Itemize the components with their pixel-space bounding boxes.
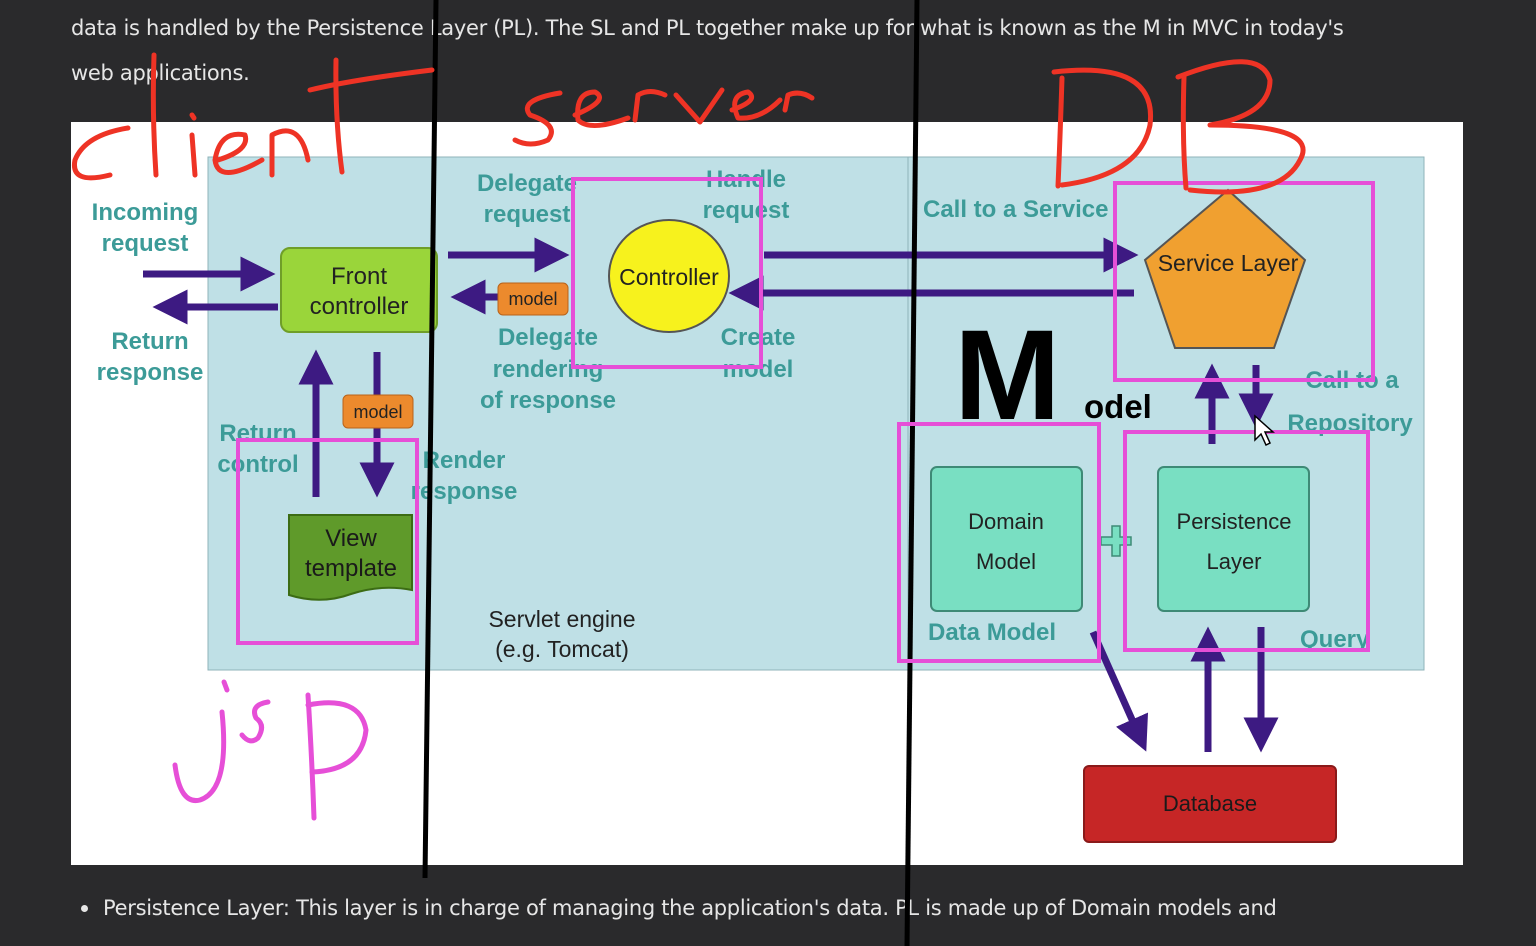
delegate-rendering-label-3: of response (480, 387, 616, 414)
bullet-persistence-layer: Persistence Layer: This layer is in char… (81, 896, 1277, 920)
model-tag-left-label: model (353, 402, 402, 422)
delegate-rendering-label-2: rendering (493, 356, 604, 383)
return-control-label-2: control (217, 451, 298, 478)
front-controller-label-2: controller (310, 293, 409, 320)
database-box: Database (1083, 765, 1337, 843)
servlet-engine-label-1: Servlet engine (488, 606, 635, 632)
bullet-text: Persistence Layer: This layer is in char… (103, 896, 1277, 920)
model-big-letter: M (954, 304, 1061, 447)
model-tag-top-label: model (508, 289, 557, 309)
delegate-request-label-1: Delegate (477, 170, 577, 197)
service-layer-label: Service Layer (1158, 250, 1299, 276)
return-control-label-1: Return (219, 420, 296, 447)
call-to-service-label: Call to a Service (923, 196, 1108, 223)
render-response-label-2: response (411, 478, 518, 505)
article-text-line-1: data is handled by the Persistence Layer… (71, 16, 1344, 40)
incoming-request-label-1: Incoming (92, 199, 199, 226)
front-controller-label-1: Front (331, 263, 387, 290)
controller-label: Controller (619, 264, 719, 290)
view-template-label-2: template (305, 555, 397, 582)
model-tag-left: model (342, 394, 414, 429)
call-to-repository-label-1: Call to a (1305, 367, 1399, 394)
controller-node: Controller (608, 219, 730, 333)
return-response-label-2: response (97, 359, 204, 386)
model-tag-top: model (497, 282, 569, 316)
delegate-rendering-label-1: Delegate (498, 324, 598, 351)
persistence-layer-label-1: Persistence (1177, 509, 1292, 534)
front-controller-box: Front controller (280, 247, 438, 333)
create-model-label-2: model (723, 356, 794, 383)
incoming-request-label-2: request (102, 230, 189, 257)
persistence-layer-label-2: Layer (1206, 549, 1261, 574)
render-response-label-1: Render (423, 447, 506, 474)
view-template-label-1: View (325, 525, 377, 552)
query-label: Query (1300, 626, 1370, 653)
call-to-repository-label-2: Repository (1287, 410, 1413, 437)
database-label: Database (1163, 791, 1257, 816)
mvc-diagram-figure: Front controller Controller model model … (71, 122, 1463, 865)
data-model-label: Data Model (928, 619, 1056, 646)
return-response-label-1: Return (111, 328, 188, 355)
persistence-layer-box: Persistence Layer (1157, 466, 1310, 612)
view-template-box: View template (288, 514, 413, 601)
plus-icon (1100, 525, 1132, 557)
handle-request-label-1: Handle (706, 166, 786, 193)
domain-model-box: Domain Model (930, 466, 1083, 612)
article-text-line-2: web applications. (71, 61, 250, 85)
mvc-diagram: Front controller Controller model model … (92, 156, 1425, 843)
domain-model-label-2: Model (976, 549, 1036, 574)
servlet-engine-label-2: (e.g. Tomcat) (495, 636, 629, 662)
model-word-rest: odel (1084, 388, 1152, 425)
create-model-label-1: Create (721, 324, 796, 351)
handle-request-label-2: request (703, 197, 790, 224)
domain-model-label-1: Domain (968, 509, 1044, 534)
delegate-request-label-2: request (484, 201, 571, 228)
bullet-dot (81, 905, 88, 912)
